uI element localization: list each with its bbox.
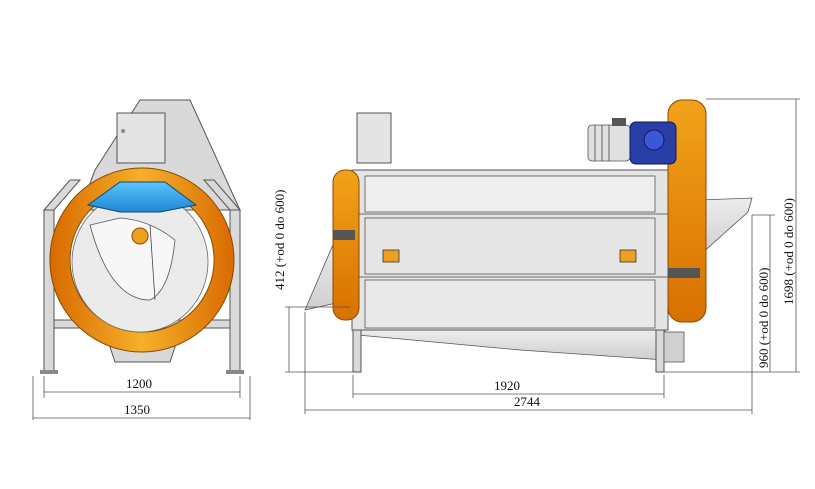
front-drum-hub bbox=[131, 227, 149, 245]
dim-side-leg-span: 1920 bbox=[494, 378, 520, 393]
control-box-screw bbox=[121, 129, 125, 133]
side-control-box bbox=[356, 112, 392, 164]
side-trough bbox=[357, 329, 666, 361]
front-control-box bbox=[116, 112, 166, 164]
dim-side-total-length: 2744 bbox=[514, 394, 541, 409]
front-left-foot bbox=[40, 370, 58, 374]
dim-side-left-height: 412 (+od 0 do 600) bbox=[272, 190, 287, 291]
side-top-panel bbox=[364, 175, 656, 213]
dim-side-right-inner-height: 960 (+od 0 do 600) bbox=[756, 268, 771, 369]
front-sieve-line bbox=[149, 224, 156, 301]
front-view bbox=[40, 99, 244, 374]
side-view bbox=[304, 99, 753, 373]
side-latch-left bbox=[382, 249, 400, 263]
motor-terminal-box bbox=[612, 118, 626, 126]
side-left-bracket bbox=[333, 230, 355, 240]
side-outlet bbox=[663, 331, 685, 363]
side-right-bracket bbox=[668, 268, 700, 278]
front-left-leg bbox=[43, 209, 55, 373]
side-right-leg bbox=[655, 329, 665, 373]
front-window bbox=[86, 181, 198, 213]
side-left-leg bbox=[352, 329, 362, 373]
dim-side-right-total-height: 1698 (+od 0 do 600) bbox=[781, 198, 796, 305]
side-dimensions: 1920 2744 412 (+od 0 do 600) 960 (+od 0 … bbox=[272, 98, 800, 414]
front-left-strut bbox=[42, 179, 82, 211]
front-dimensions: 1200 1350 bbox=[32, 376, 251, 420]
gearbox-flange bbox=[643, 129, 665, 151]
dim-front-inner-width: 1200 bbox=[126, 376, 152, 391]
front-right-leg bbox=[229, 209, 241, 373]
side-right-endcap bbox=[667, 99, 707, 323]
side-left-endcap bbox=[332, 169, 360, 321]
side-right-chute bbox=[699, 197, 753, 256]
front-right-strut bbox=[202, 179, 242, 211]
side-mid-panel bbox=[364, 217, 656, 275]
side-latch-right bbox=[619, 249, 637, 263]
side-lower-panel bbox=[364, 279, 656, 329]
dim-front-outer-width: 1350 bbox=[124, 402, 150, 417]
front-right-foot bbox=[226, 370, 244, 374]
